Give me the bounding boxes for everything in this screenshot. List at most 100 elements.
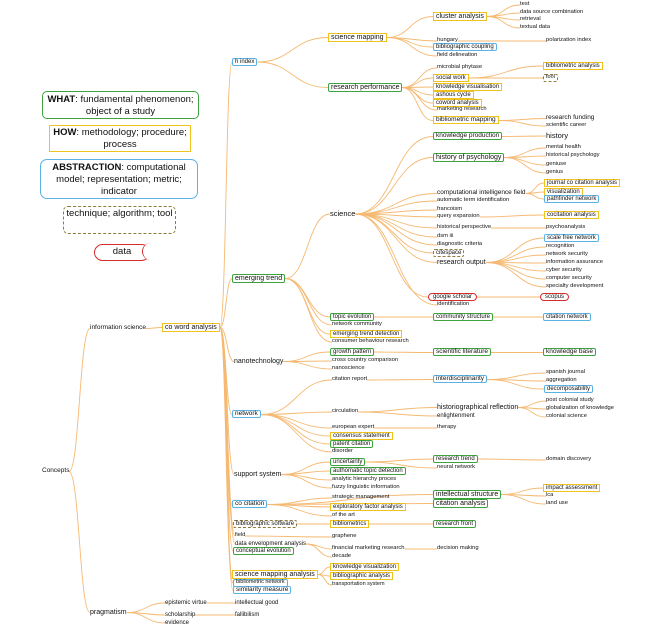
- node-evidence: evidence: [165, 620, 190, 626]
- node-emerging-trend: emerging trend: [232, 273, 286, 283]
- node-co-citation: co citation: [232, 499, 268, 508]
- node-citespace: citespace: [433, 249, 465, 257]
- branch-h-index-to-science-mapping: [256, 37, 329, 63]
- node-transportation-system: transportation system: [332, 581, 385, 587]
- node-network: network: [232, 409, 261, 418]
- branch-research-performance-to-bibliometric-mapping: [401, 87, 434, 121]
- node-recognition: recognition: [546, 243, 575, 249]
- node-bibliometrics: bibliometrics: [330, 520, 370, 528]
- branch-emerging-trend-to-science: [284, 213, 331, 279]
- branch-information-science-to-co-word-analysis: [145, 327, 163, 329]
- node-support-system: support system: [234, 470, 282, 478]
- branch-growth-pattern-to-scientific-literature: [373, 351, 434, 353]
- branch-science-mapping-analysis-to-knowledge-visualization: [317, 566, 331, 575]
- node-specialty-development: specialty development: [546, 283, 604, 289]
- node-history: history: [546, 131, 569, 140]
- node-scientific-career: scientific career: [546, 122, 587, 128]
- node-of-the-art: of the art: [332, 512, 355, 518]
- branch-science-to-identification: [354, 213, 438, 306]
- node-globalization-of-knowledge: globalization of knowledge: [546, 405, 615, 411]
- legend-technique-text: technique; algorithm; tool: [66, 208, 173, 219]
- legend-abstraction: ABSTRACTION: computational model; repres…: [40, 159, 198, 199]
- node-historical-psychology: historical psychology: [546, 152, 600, 158]
- branch-circulation-to-enlightenment: [357, 411, 438, 417]
- legend-how-text: : methodology; procedure; process: [76, 127, 187, 150]
- node-pathfinder-network: pathfinder network: [544, 195, 600, 203]
- node-decomposability: decomposability: [544, 385, 594, 393]
- node-social-work: social work: [433, 74, 469, 82]
- node-aggregation: aggregation: [546, 377, 577, 383]
- node-conceptual-evolution: conceptual evolution: [233, 547, 294, 555]
- node-geniuse: geniuse: [546, 161, 567, 167]
- node-therapy: therapy: [437, 424, 457, 430]
- node-tool: tool: [543, 74, 558, 82]
- node-research-trend: research trend: [433, 455, 478, 463]
- node-spanish-journal: spanish journal: [546, 369, 585, 375]
- node-mental-health: mental health: [546, 144, 581, 150]
- branch-science-mapping-analysis-to-transportation-system: [317, 574, 333, 586]
- node-nanoscience: nanoscience: [332, 365, 365, 371]
- legend-data: data: [94, 243, 151, 261]
- branch-intellectual-structure-to-land-use: [500, 494, 547, 505]
- branch-query-expansion-to-cocitation-analysis: [479, 214, 545, 218]
- node-information-science: information science: [90, 323, 146, 331]
- branch-history-of-psychology-to-geniuse: [503, 157, 547, 166]
- legend-what-text: : fundamental phenomenon; object of a st…: [75, 94, 194, 117]
- node-data-envelopment-analysis: data envelopment analysis: [235, 541, 307, 547]
- node-cross-country-comparison: cross country comparison: [332, 357, 399, 363]
- node-interdisciplinarity: interdisciplinarity: [433, 374, 488, 383]
- branch-interdisciplinarity-to-decomposability: [486, 379, 545, 390]
- node-european-expert: european expert: [332, 424, 375, 430]
- node-scale-free-network: scale free network: [544, 234, 599, 242]
- branch-intellectual-structure-to-impact-assessment: [500, 487, 544, 495]
- node-research-front: research front: [433, 520, 477, 528]
- branch-research-output-to-specialty-development: [485, 262, 547, 288]
- node-knowledge-visualization: knowledge visualization: [330, 563, 400, 571]
- branch-science-to-citespace: [354, 213, 434, 254]
- node-uncertainty: uncertainty: [330, 458, 366, 466]
- branch-bibliometric-mapping-to-research-funding: [498, 118, 547, 121]
- branch-research-trend-to-domain-discovery: [477, 458, 547, 461]
- node-bibliometric-analysis: bibliometric analysis: [543, 62, 603, 70]
- branch-science-to-diagnostic-criteria: [354, 213, 438, 246]
- node-bibliographic-coupling: bibliographic coupling: [433, 43, 497, 51]
- node-cluster-analysis: cluster analysis: [433, 11, 487, 21]
- branch-emerging-trend-to-topic-evolution: [284, 278, 331, 318]
- node-ashous-cycle: ashous cycle: [433, 91, 474, 99]
- node-network-community: network community: [332, 321, 382, 327]
- node-analytic-hierarchy-proces: analytic hierarchy proces: [332, 476, 397, 482]
- branch-root-to-information-science: [68, 328, 91, 472]
- node-knowledge-base: knowledge base: [543, 347, 596, 356]
- branch-co-word-analysis-to-emerging-trend: [219, 278, 233, 328]
- legend-what-label: WHAT: [47, 94, 76, 105]
- node-fallibilism: fallibilism: [235, 612, 260, 618]
- branch-emerging-trend-to-emerging-trend-detection: [284, 278, 331, 335]
- branch-research-performance-to-coword-analysis: [401, 87, 434, 104]
- node-citation-report: citation report: [332, 376, 368, 382]
- node-scholarship: scholarship: [165, 612, 196, 618]
- node-citation-analysis: citation analysis: [433, 498, 489, 508]
- node-pragmatism: pragmatism: [90, 608, 127, 616]
- node-fuzzy-linguistic-information: fuzzy linguistic information: [332, 484, 400, 490]
- branch-emerging-trend-to-consumer-behaviour-research: [284, 278, 333, 343]
- node-scientific-literature: scientific literature: [433, 347, 492, 356]
- node-automatic-term-identification: automatic term identification: [437, 197, 510, 203]
- node-growth-pattern: growth pattern: [330, 348, 375, 356]
- branch-science-to-history-of-psychology: [354, 157, 434, 215]
- branch-co-word-analysis-to-h-index: [219, 61, 233, 328]
- legend-what: WHAT: fundamental phenomenon; object of …: [42, 91, 199, 119]
- node-microbial-phytase: microbial phytase: [437, 64, 483, 70]
- node-field-delineation: field delineation: [437, 52, 478, 58]
- node-science: science: [330, 209, 356, 218]
- node-patent-citation: patent citation: [330, 440, 374, 448]
- node-hungary: hungary: [437, 37, 458, 43]
- branch-co-word-analysis-to-nanotechnology: [219, 327, 235, 362]
- node-decade: decade: [332, 553, 352, 559]
- node-polarization-index: polarization index: [546, 37, 592, 43]
- branch-historiographical-reflection-to-post-colonial-study: [517, 400, 547, 408]
- legend-how-label: HOW: [53, 127, 77, 138]
- branch-co-word-analysis-to-data-envelopment-analysis: [219, 327, 236, 545]
- node-query-expansion: query expansion: [437, 213, 480, 219]
- branch-network-to-disorder: [260, 414, 333, 453]
- node-community-structure: community structure: [433, 313, 494, 321]
